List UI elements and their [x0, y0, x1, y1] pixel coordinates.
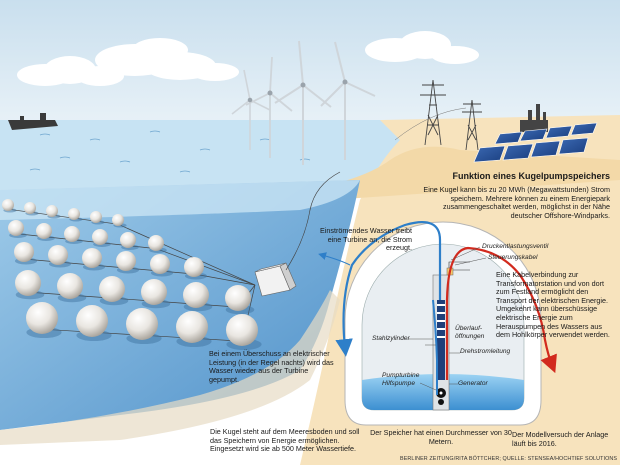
shaft-segments: [437, 304, 445, 338]
storage-sphere: [15, 270, 41, 296]
sphere-cross-section: [344, 221, 542, 426]
storage-sphere: [76, 305, 108, 337]
storage-sphere: [68, 208, 80, 220]
diameter-note: Der Speicher hat einen Durchmesser von 3…: [370, 428, 512, 446]
solar-panels: [473, 122, 598, 163]
storage-sphere: [126, 308, 158, 340]
wave-lines: [29, 130, 311, 173]
storage-sphere: [148, 235, 164, 251]
label-relief-valve: Druckentlastungsventil: [482, 243, 549, 250]
transformer-station: [254, 262, 297, 297]
storage-sphere: [92, 229, 108, 245]
storage-sphere: [141, 279, 167, 305]
leader-lines: [408, 246, 487, 391]
storage-sphere: [116, 251, 136, 271]
storage-spheres: [2, 199, 262, 350]
pilot-note: Der Modellversuch der Anlage läuft bis 2…: [512, 430, 609, 448]
intro-text: Eine Kugel kann bis zu 20 MWh (Megawatts…: [423, 185, 610, 220]
inflow-note: Einströmendes Wasser treibt eine Turbine…: [319, 226, 412, 253]
sea-surface: [0, 120, 414, 190]
storage-sphere: [48, 245, 68, 265]
clouds: [17, 31, 479, 86]
storage-sphere: [2, 199, 14, 211]
storage-sphere: [225, 285, 251, 311]
shore-cable: [285, 171, 341, 271]
storage-sphere: [24, 202, 36, 214]
surplus-note: Bei einem Überschuss an elektrischer Lei…: [209, 349, 334, 384]
ship-icon: [8, 113, 58, 130]
label-steel-cylinder: Stahlzylinder: [372, 335, 410, 342]
label-overflow: Überlauf- öffnungen: [455, 325, 485, 340]
storage-sphere: [112, 214, 124, 226]
storage-sphere: [57, 273, 83, 299]
storage-sphere: [36, 223, 52, 239]
storage-sphere: [90, 211, 102, 223]
storage-sphere: [82, 248, 102, 268]
storage-sphere: [26, 302, 58, 334]
storage-sphere: [8, 220, 24, 236]
label-control-cable: Steuerungskabel: [488, 254, 538, 261]
storage-sphere: [64, 226, 80, 242]
wind-turbines: [231, 40, 376, 165]
factory-icon: [520, 104, 548, 132]
seabed-note: Die Kugel steht auf dem Meeresboden und …: [210, 427, 360, 454]
inflow-arrow: [335, 221, 442, 357]
storage-sphere: [183, 282, 209, 308]
storage-sphere: [14, 242, 34, 262]
source-credit: BERLINER ZEITUNG/RITA BÖTTCHER; QUELLE: …: [400, 456, 618, 462]
storage-sphere: [120, 232, 136, 248]
storage-sphere: [99, 276, 125, 302]
cable-note: Eine Kabelverbindung zur Transformatorst…: [496, 270, 610, 340]
storage-sphere: [184, 257, 204, 277]
label-rotary-line: Drehstromleitung: [460, 348, 511, 355]
storage-sphere: [46, 205, 58, 217]
power-pylons: [394, 79, 482, 151]
storage-sphere: [226, 314, 258, 346]
inner-shaft: [437, 300, 445, 380]
storage-sphere: [150, 254, 170, 274]
storage-sphere: [176, 311, 208, 343]
label-pump-turbine: Pumpturbine Hilfspumpe: [382, 372, 420, 387]
label-generator: Generator: [458, 380, 488, 387]
diagram-title: Funktion eines Kugelpumpspeichers: [452, 171, 610, 181]
